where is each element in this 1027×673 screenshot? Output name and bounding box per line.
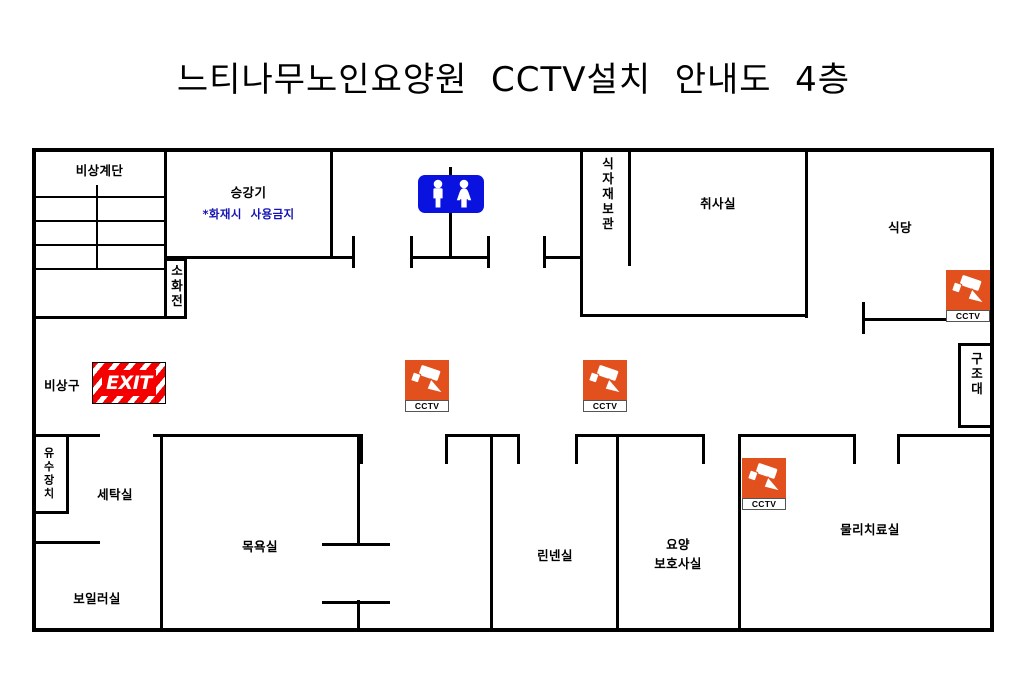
corridor-wall-seg-c bbox=[543, 256, 582, 259]
wall-water-device-bottom bbox=[32, 511, 69, 514]
cctv-camera-corridor-mid: CCTV bbox=[583, 360, 627, 412]
room-label-caregiver-line1: 요양 bbox=[666, 537, 690, 552]
wall-food-storage-left bbox=[580, 148, 583, 314]
wall-kitchen-right bbox=[805, 148, 808, 318]
door-jamb-10 bbox=[853, 434, 856, 464]
door-jamb-7 bbox=[517, 434, 520, 464]
room-label-kitchen: 취사실 bbox=[700, 196, 736, 211]
elevator-fire-notice: *화재시 사용금지 bbox=[202, 207, 295, 221]
room-label-linen-room: 린넨실 bbox=[537, 548, 573, 563]
wall-rescue-left bbox=[958, 343, 961, 428]
wall-bathing-right-low bbox=[357, 600, 360, 632]
room-label-bathing-room: 목욕실 bbox=[242, 539, 278, 554]
wall-elevator-bottom bbox=[164, 256, 333, 259]
cctv-camera-corridor-west: CCTV bbox=[405, 360, 449, 412]
room-label-elevator: 승강기 bbox=[230, 185, 267, 200]
wall-corridor-south-b bbox=[153, 434, 363, 437]
room-label-rescue-chute: 구조대 bbox=[968, 352, 984, 397]
wall-stair-bottom bbox=[32, 316, 167, 319]
wall-hydrant-bottom bbox=[164, 316, 187, 319]
cctv-camera-icon bbox=[742, 458, 786, 498]
wall-water-device-right bbox=[66, 437, 69, 514]
wall-elevator-right bbox=[330, 148, 333, 258]
corridor-wall-seg-a bbox=[333, 256, 355, 259]
wall-outer-bottom bbox=[32, 628, 994, 632]
cctv-caption: CCTV bbox=[946, 310, 990, 322]
bath-partition-1 bbox=[322, 543, 390, 546]
room-label-emergency-exit: 비상구 bbox=[44, 378, 80, 393]
wall-rescue-top bbox=[958, 343, 994, 346]
cctv-caption: CCTV bbox=[742, 498, 786, 510]
exit-sign-field bbox=[102, 370, 156, 396]
room-label-physical-therapy: 물리치료실 bbox=[840, 522, 900, 537]
stair-tread-3 bbox=[32, 244, 167, 246]
cctv-camera-icon bbox=[946, 270, 990, 310]
wall-food-storage-right bbox=[628, 148, 631, 266]
cctv-camera-dining-hall: CCTV bbox=[946, 270, 990, 322]
wall-corridor-south-a bbox=[32, 434, 100, 437]
room-label-dining-hall: 식당 bbox=[888, 220, 912, 235]
wall-bathing-right bbox=[357, 437, 360, 545]
door-jamb-9 bbox=[702, 434, 705, 464]
room-label-boiler-room: 보일러실 bbox=[73, 591, 121, 606]
bath-partition-2 bbox=[322, 601, 390, 604]
door-jamb-2 bbox=[410, 236, 413, 268]
restroom-divider-wall bbox=[449, 167, 452, 259]
door-jamb-3 bbox=[487, 236, 490, 268]
restroom-pictograms-icon bbox=[433, 179, 472, 208]
room-label-food-storage: 식자재보관 bbox=[599, 157, 615, 232]
exit-sign: EXIT bbox=[92, 362, 166, 404]
wall-corridor-south-d bbox=[575, 434, 705, 437]
wall-stair-right bbox=[164, 148, 167, 318]
cctv-camera-icon bbox=[583, 360, 627, 400]
cctv-camera-icon bbox=[405, 360, 449, 400]
wall-hydrant-right bbox=[184, 258, 187, 319]
door-jamb-4 bbox=[543, 236, 546, 268]
wall-corridor-south-f bbox=[900, 434, 994, 437]
room-label-caregiver-line2: 보호사실 bbox=[654, 556, 702, 571]
exit-sign-label: EXIT bbox=[106, 372, 152, 394]
wall-laundry-boiler-divider bbox=[32, 541, 100, 544]
wall-outer-right bbox=[990, 148, 994, 632]
wall-corridor-south-c bbox=[445, 434, 520, 437]
room-label-laundry-room: 세탁실 bbox=[97, 487, 133, 502]
wall-rescue-bottom bbox=[958, 425, 994, 428]
wall-caregiver-right bbox=[738, 437, 741, 632]
page-title: 느티나무노인요양원 CCTV설치 안내도 4층 bbox=[176, 60, 851, 100]
door-jamb-12 bbox=[897, 434, 900, 464]
restroom-sign bbox=[418, 175, 484, 213]
door-jamb-1 bbox=[352, 236, 355, 268]
wall-dining-bottom bbox=[862, 318, 994, 321]
wall-laundry-right bbox=[160, 437, 163, 632]
wall-outer-top bbox=[32, 148, 994, 152]
stair-center-rail bbox=[96, 185, 98, 270]
room-label-water-device: 유수장치 bbox=[42, 447, 55, 501]
door-jamb-6 bbox=[445, 434, 448, 464]
stair-tread-2 bbox=[32, 220, 167, 222]
wall-outer-left bbox=[32, 148, 36, 632]
cctv-caption: CCTV bbox=[405, 400, 449, 412]
door-jamb-5 bbox=[360, 434, 363, 464]
room-label-emergency-stairs: 비상계단 bbox=[75, 163, 124, 178]
wall-hydrant-top bbox=[164, 258, 187, 261]
wall-linen-left bbox=[490, 437, 493, 632]
stair-tread-1 bbox=[32, 196, 167, 198]
door-jamb-8 bbox=[575, 434, 578, 464]
cctv-caption: CCTV bbox=[583, 400, 627, 412]
stair-tread-4 bbox=[32, 268, 167, 270]
cctv-camera-caregiver: CCTV bbox=[742, 458, 786, 510]
wall-linen-right bbox=[616, 437, 619, 632]
wall-kitchen-bottom bbox=[580, 314, 808, 317]
room-label-fire-hydrant: 소화전 bbox=[168, 264, 184, 309]
wall-corridor-south-e bbox=[738, 434, 856, 437]
